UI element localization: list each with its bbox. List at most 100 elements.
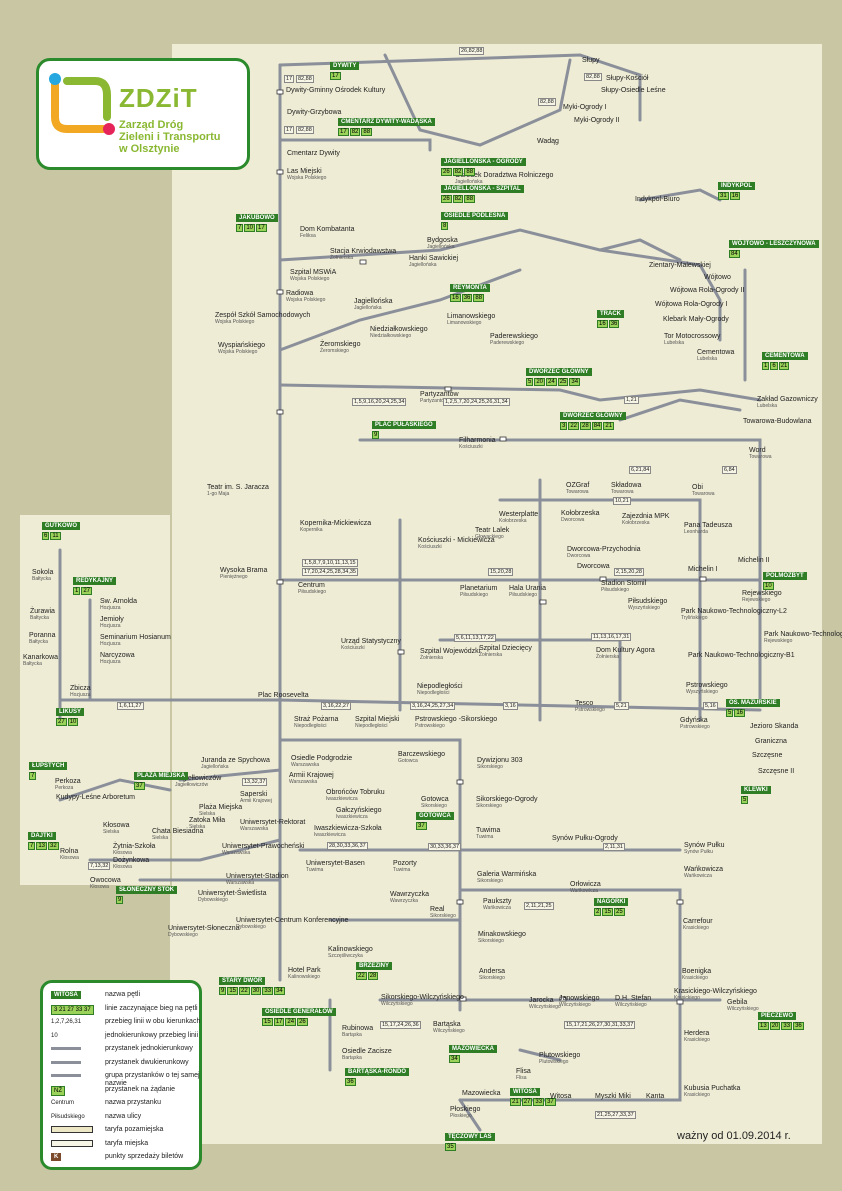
line-number: 15 bbox=[227, 987, 239, 995]
legend-label: przystanek na żądanie bbox=[105, 1085, 176, 1093]
logo-subtitle-line2: Zieleni i Transportu bbox=[119, 131, 221, 143]
terminal-klewki: KLEWKI bbox=[741, 786, 771, 794]
stop-name: Myki-Ogrody I bbox=[563, 104, 607, 111]
terminal-gutkowo: GUTKOWO bbox=[42, 522, 80, 530]
stop-name: Dom Kultury Agora bbox=[596, 647, 655, 654]
stop-name: Rolna bbox=[60, 848, 79, 855]
legend-label: jednokierunkowy przebieg linii bbox=[105, 1031, 198, 1039]
stop-name: Pstrowskiego -Sikorskiego bbox=[415, 716, 498, 723]
logo-mark-icon bbox=[49, 73, 115, 135]
zdzit-logo: ZDZiT Zarząd Dróg Zieleni i Transportu w… bbox=[36, 58, 250, 170]
line-number: 21 bbox=[603, 422, 615, 430]
line-number: 88 bbox=[464, 195, 476, 203]
street-name: Wilczyńskiego bbox=[381, 1001, 413, 1007]
route-lines-label: 15,17,21,26,27,30,31,33,37 bbox=[564, 1021, 636, 1029]
street-name: Towarowa bbox=[749, 454, 772, 460]
stop-name: Planetarium bbox=[460, 585, 498, 592]
legend-label: linie zaczynające bieg na pętli bbox=[105, 1004, 198, 1012]
stop-name: Wójtowa Rola-Ogrody I bbox=[655, 301, 728, 308]
stop-name: Dworcowa bbox=[577, 563, 610, 570]
stop-name: Paderewskiego bbox=[490, 333, 538, 340]
terminal-lines: 10 bbox=[763, 582, 775, 590]
route-lines-label: 17 bbox=[284, 126, 295, 134]
line-number: 5 bbox=[726, 709, 734, 717]
terminal-lines: 17 bbox=[330, 72, 342, 80]
terminal-jagiellonska-szpital: JAGIELLOŃSKA - SZPITAL bbox=[441, 185, 524, 193]
stop-label: Szczęsne bbox=[752, 752, 782, 759]
street-name: Pstrowskiego bbox=[680, 724, 710, 730]
legend-sample: 3 21 27 33 37 bbox=[51, 1004, 94, 1015]
terminal-likusy: LIKUSY bbox=[56, 708, 85, 716]
terminal-dworzec-glowny-b: DWORZEC GŁÓWNY bbox=[560, 412, 626, 420]
line-number: 24 bbox=[285, 1018, 297, 1026]
line-number: 10 bbox=[67, 718, 79, 726]
street-name: Tuwima bbox=[306, 867, 324, 873]
street-name: Jagiełłowiczów bbox=[175, 782, 209, 788]
stop-label: Cmentarz Dywity bbox=[287, 150, 340, 157]
terminal-lines: 7 bbox=[29, 772, 37, 780]
route-lines-label: 3,16,24,25,27,34 bbox=[410, 702, 456, 710]
line-number: 25 bbox=[614, 908, 625, 916]
street-name: Wańkowicza bbox=[483, 905, 511, 911]
legend-label: przystanek dwukierunkowy bbox=[105, 1058, 189, 1066]
stop-name: Pozorty bbox=[393, 860, 417, 867]
stop-name: Słupy-Osiedle Leśne bbox=[601, 87, 666, 94]
street-name: Iwaszkiewicza bbox=[336, 814, 368, 820]
terminal-lines: 8 bbox=[441, 222, 449, 230]
stop-name: Towarowa-Budowlana bbox=[743, 418, 812, 425]
terminal-gotowca: GOTOWCA bbox=[416, 812, 454, 820]
street-name: Sikorskiego bbox=[430, 913, 456, 919]
street-name: Wańkowicza bbox=[684, 873, 712, 879]
stop-name: Juranda ze Spychowa bbox=[201, 757, 270, 764]
stop-name: Straż Pożarna bbox=[294, 716, 339, 723]
stop-name: Graniczna bbox=[755, 738, 787, 745]
line-number: 17 bbox=[273, 1018, 285, 1026]
stop-label: Słupy-Osiedle Leśne bbox=[601, 87, 666, 94]
street-name: Krasickiego bbox=[684, 1092, 710, 1098]
line-number: 82 bbox=[452, 195, 464, 203]
stop-name: Krasickiego-Wilczyńskiego bbox=[674, 988, 757, 995]
legend-label: punkty sprzedaży biletów bbox=[105, 1153, 184, 1160]
line-number: 13 bbox=[758, 1022, 769, 1030]
stop-name: Teatr Lalek bbox=[475, 527, 510, 534]
stop-name: Armii Krajowej bbox=[289, 772, 334, 779]
street-name: Gotowca bbox=[398, 758, 418, 764]
stop-name: Jezioro Skanda bbox=[750, 723, 799, 730]
stop-label: Dywity-Grzybowa bbox=[287, 109, 341, 116]
street-name: Warszawska bbox=[226, 880, 255, 886]
stop-name: Poranna bbox=[29, 632, 56, 639]
stop-name: Myszki Miki bbox=[595, 1093, 631, 1100]
stop-name: Carrefour bbox=[683, 918, 713, 925]
line-number: 9 bbox=[372, 431, 380, 439]
route-lines-label: 1,5,8,7,9,10,11,13,15 bbox=[302, 559, 358, 567]
stop-name: Kalinowskiego bbox=[328, 946, 373, 953]
street-name: Wojska Polskiego bbox=[215, 319, 255, 325]
legend-label: taryfa miejska bbox=[105, 1139, 149, 1147]
terminal-wojtowo: WÓJTOWO - LESZCZYNOWA bbox=[729, 240, 819, 248]
